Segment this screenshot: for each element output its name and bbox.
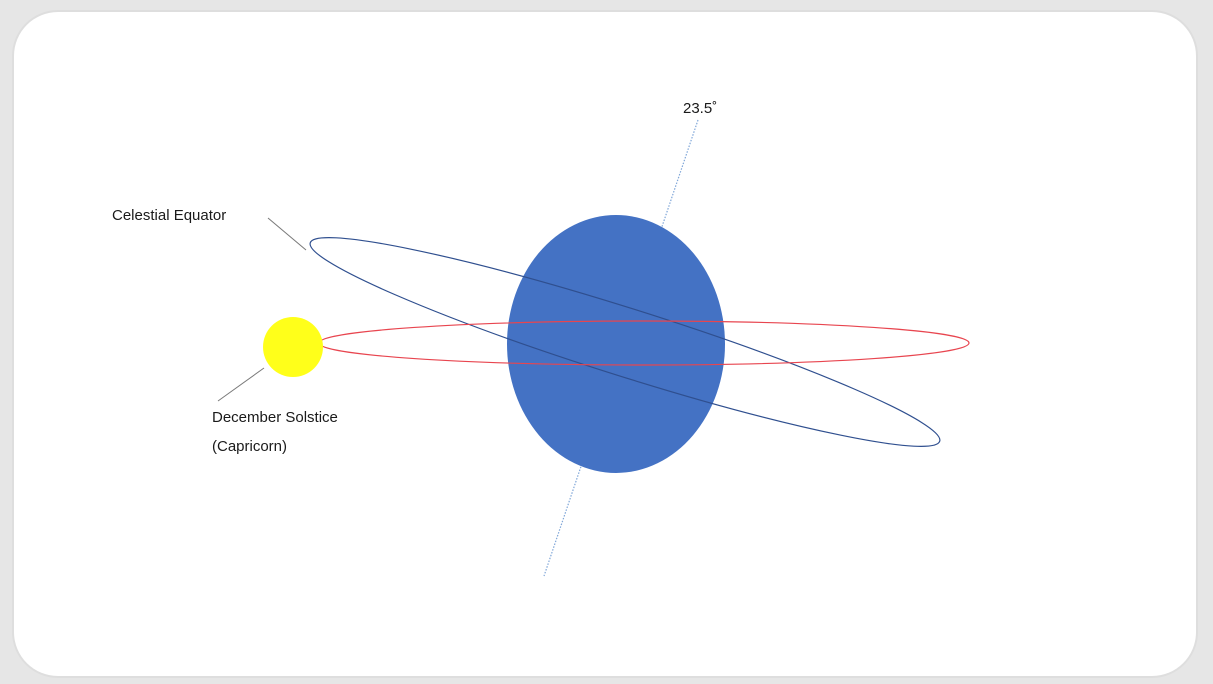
- solstice-diagram: 23.5˚ Celestial Equator December Solstic…: [112, 100, 970, 577]
- earth: [507, 215, 725, 473]
- tilt-angle-label: 23.5˚: [683, 100, 717, 117]
- december-solstice-label: December Solstice: [212, 409, 338, 426]
- solstice-leader-line: [217, 367, 265, 402]
- equator-leader-line: [267, 217, 307, 251]
- celestial-equator-label: Celestial Equator: [112, 207, 226, 224]
- sun: [263, 317, 323, 377]
- diagram-frame: 23.5˚ Celestial Equator December Solstic…: [14, 12, 1196, 676]
- capricorn-label: (Capricorn): [212, 438, 287, 455]
- celestial-equator-ring: [309, 237, 941, 447]
